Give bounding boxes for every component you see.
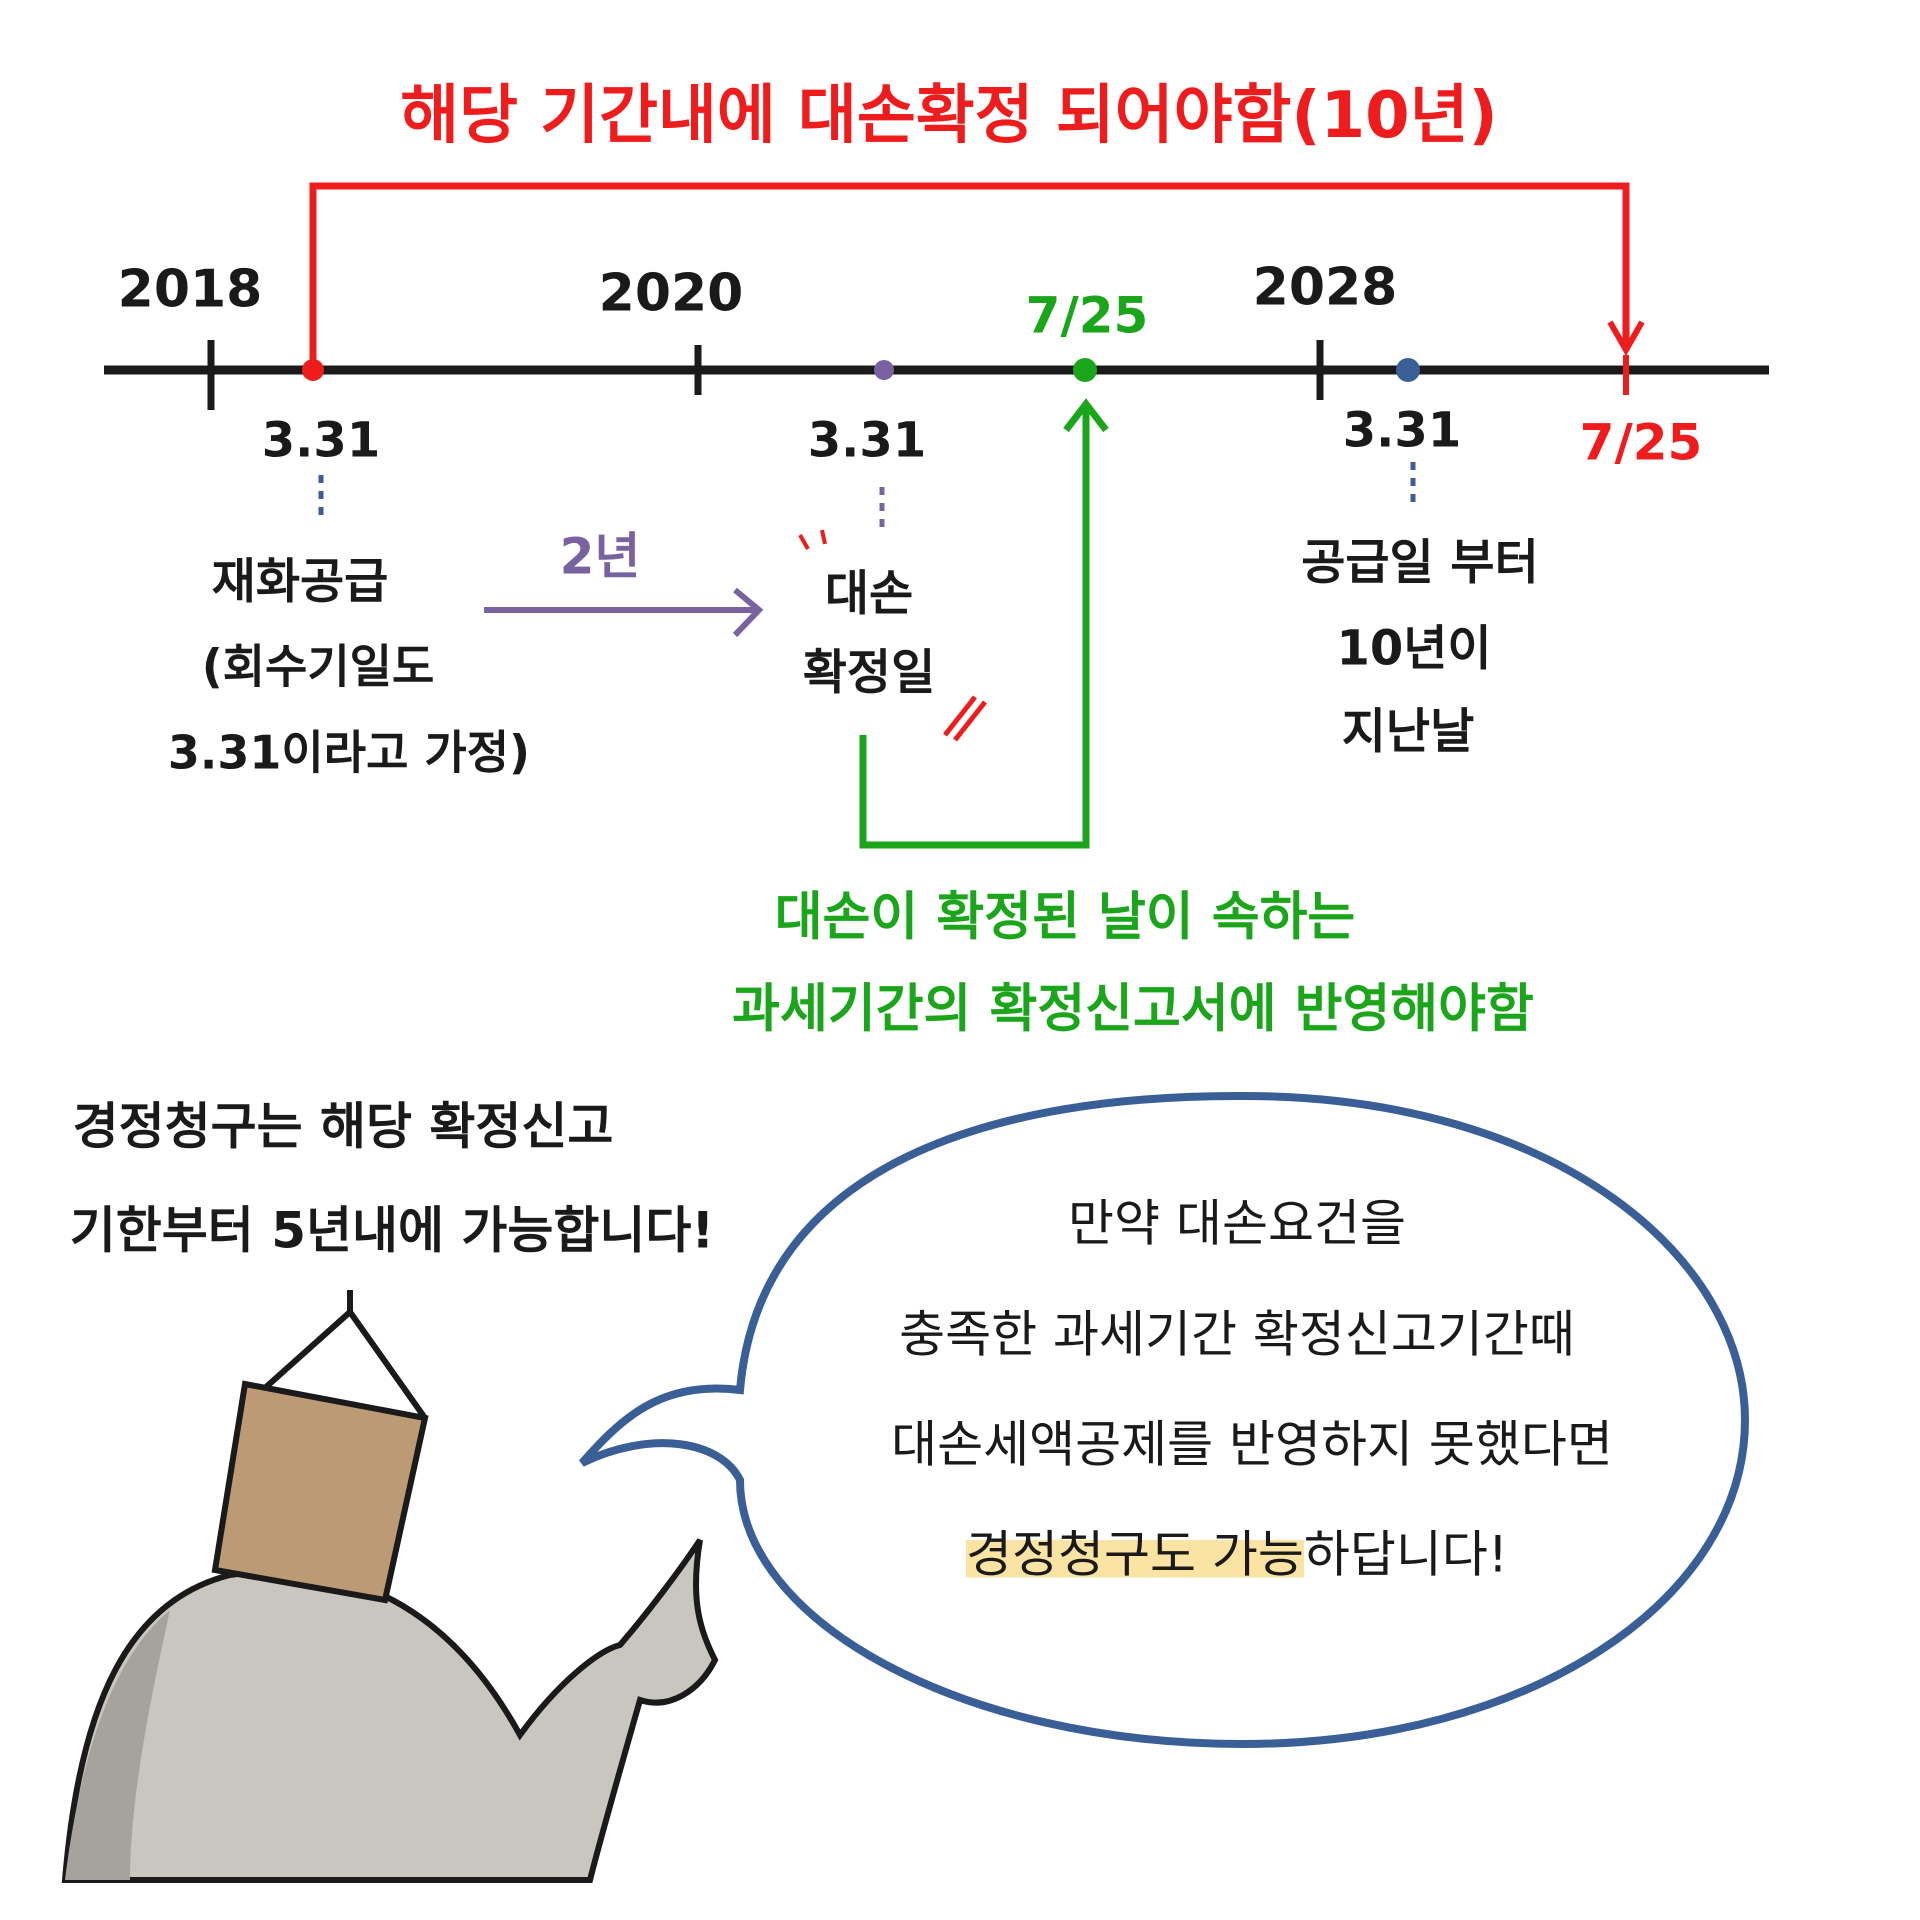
red-bracket [309, 182, 1630, 367]
green-arrowhead [1063, 398, 1109, 433]
purple-arrowhead [732, 587, 764, 638]
bubble-line-rest: 하답니다! [1303, 1525, 1508, 1584]
claim-note-line: 기한부터 5년내에 가능합니다! [69, 1201, 715, 1260]
highlighted-text: 경정청구도 가능 [966, 1525, 1304, 1584]
dot-red [302, 359, 324, 381]
character-body [61, 1538, 719, 1883]
character-shade [65, 1610, 170, 1880]
accent-marks [798, 529, 827, 550]
bubble-line: 만약 대손요건을 [1068, 1194, 1406, 1253]
supply-note-line: (회수기일도 [201, 639, 435, 694]
bad-debt-note-line: 대손 [824, 565, 914, 622]
green-arrow [859, 410, 1090, 849]
bubble-line-last: 경정청구도 가능하답니다! [966, 1525, 1508, 1584]
year-label: 2018 [117, 259, 263, 320]
ten-year-note-line: 지난날 [1341, 703, 1475, 760]
green-note-line: 대손이 확정된 날이 속하는 [774, 887, 1356, 948]
date-label: 3.31 [807, 412, 927, 469]
dot-blue [1396, 358, 1420, 382]
speech-bubble [579, 1091, 1750, 1749]
date-label: 3.31 [261, 412, 381, 469]
arrow-label: 2년 [559, 527, 641, 586]
bubble-line: 충족한 과세기간 확정신고기간때 [899, 1305, 1575, 1364]
green-note-line: 과세기간의 확정신고서에 반영해야함 [732, 979, 1534, 1040]
supply-note-line: 재화공급 [211, 553, 389, 610]
bubble-line: 대손세액공제를 반영하지 못했다면 [891, 1415, 1613, 1474]
ten-year-note-line: 10년이 [1336, 620, 1492, 677]
dot-purple [874, 360, 894, 380]
claim-note-line: 경정청구는 해당 확정신고 [72, 1097, 614, 1156]
dot-green [1073, 358, 1097, 382]
bad-debt-note-line: 확정일 [802, 644, 936, 701]
red-arrowhead [1607, 320, 1645, 357]
year-label: 2028 [1252, 257, 1398, 318]
underline-marks [943, 695, 987, 742]
date-label-green: 7/25 [1025, 286, 1149, 345]
supply-note-line: 3.31이라고 가정) [167, 725, 531, 780]
date-label: 3.31 [1342, 402, 1462, 459]
date-label-red: 7/25 [1579, 413, 1703, 472]
ten-year-note-line: 공급일 부터 [1301, 534, 1539, 591]
year-label: 2020 [598, 263, 744, 324]
paper-bag-head [211, 1380, 429, 1604]
title: 해당 기간내에 대손확정 되어야함(10년) [400, 78, 1498, 153]
